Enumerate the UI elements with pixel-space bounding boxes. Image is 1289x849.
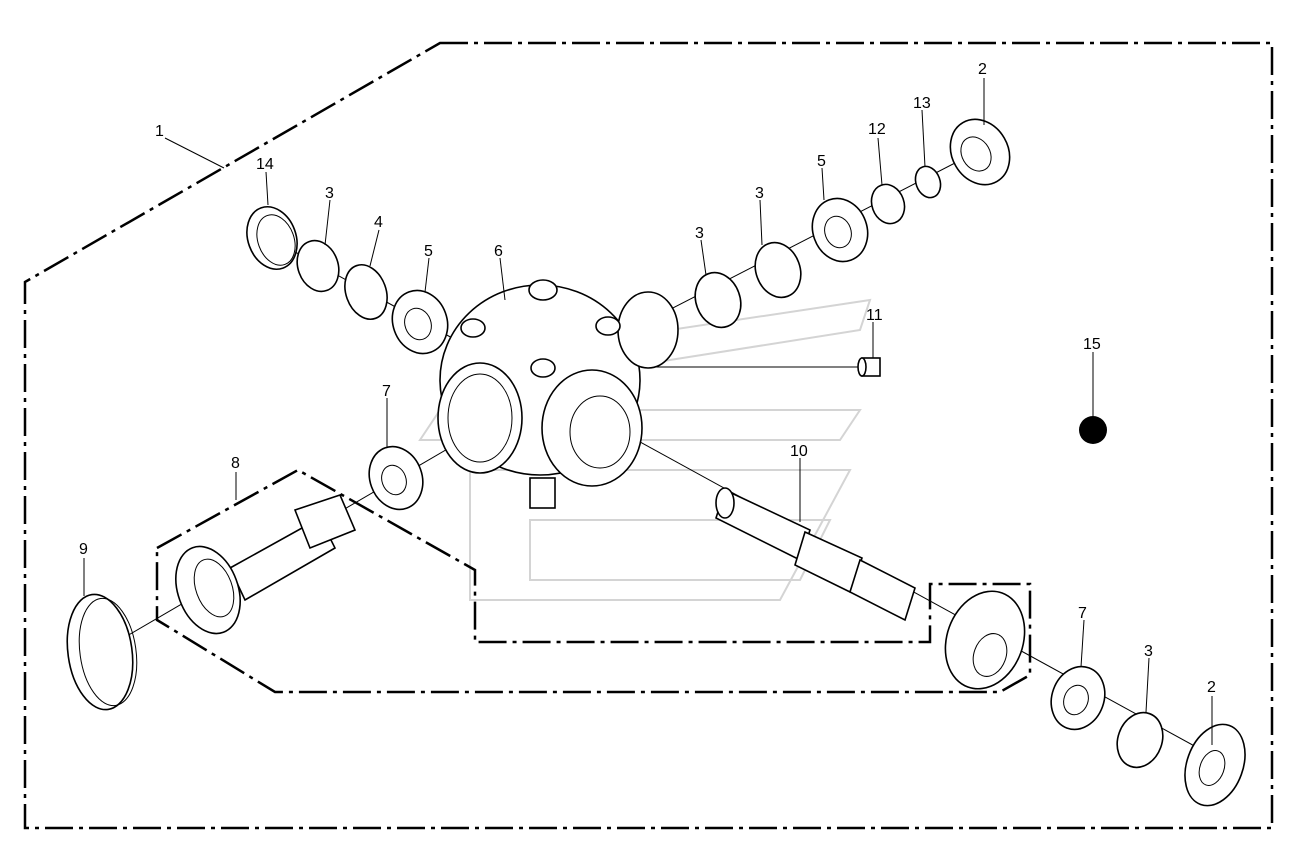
marker-dot bbox=[1079, 416, 1107, 444]
cover-cap bbox=[66, 593, 138, 711]
callout-6: 6 bbox=[494, 243, 503, 260]
callout-12: 12 bbox=[868, 121, 886, 138]
pinion-shaft bbox=[175, 494, 357, 635]
callout-7-left: 7 bbox=[382, 383, 391, 400]
callout-8: 8 bbox=[231, 455, 240, 472]
subassembly-boundary-line bbox=[155, 468, 1032, 694]
splined-shaft bbox=[715, 487, 916, 622]
callout-11: 11 bbox=[866, 307, 883, 324]
o-ring bbox=[344, 264, 388, 320]
ring-12 bbox=[870, 183, 906, 225]
bearing-lower-right bbox=[1050, 665, 1106, 731]
callout-2-top: 2 bbox=[978, 61, 987, 78]
callout-3-left: 3 bbox=[325, 185, 334, 202]
circlip-a bbox=[296, 239, 340, 293]
spacer-ring bbox=[246, 206, 298, 270]
callout-10: 10 bbox=[790, 443, 808, 460]
callout-9: 9 bbox=[79, 541, 88, 558]
callout-3-bottom: 3 bbox=[1144, 643, 1153, 660]
plug bbox=[857, 357, 881, 377]
bearing-left bbox=[391, 289, 449, 355]
callout-3-right: 3 bbox=[755, 185, 764, 202]
seal-ring-top bbox=[949, 118, 1011, 186]
callout-labels: 1 2 2 3 3 3 3 4 5 5 6 7 7 8 9 10 11 12 1… bbox=[79, 61, 1216, 696]
seal-ring-bottom bbox=[1184, 723, 1246, 807]
callout-3-mid: 3 bbox=[695, 225, 704, 242]
assembly-boundary-line bbox=[23, 41, 1274, 830]
callout-15: 15 bbox=[1083, 336, 1101, 353]
circlip-d bbox=[1116, 711, 1164, 769]
callout-7-right: 7 bbox=[1078, 605, 1087, 622]
circlip-c bbox=[754, 241, 802, 299]
callout-14: 14 bbox=[256, 156, 274, 173]
circlip-13 bbox=[914, 165, 942, 199]
bevel-gear bbox=[944, 590, 1026, 690]
callout-2-bottom: 2 bbox=[1207, 679, 1216, 696]
gearbox-housing bbox=[437, 279, 679, 509]
callout-5-left: 5 bbox=[424, 243, 433, 260]
callout-4: 4 bbox=[374, 214, 383, 231]
callout-5-right: 5 bbox=[817, 153, 826, 170]
callout-13: 13 bbox=[913, 95, 931, 112]
callout-1: 1 bbox=[155, 123, 164, 140]
circlip-b bbox=[694, 271, 742, 329]
bearing-middle bbox=[368, 445, 424, 511]
bearing-right bbox=[811, 197, 869, 263]
leader-lines bbox=[83, 78, 1213, 745]
